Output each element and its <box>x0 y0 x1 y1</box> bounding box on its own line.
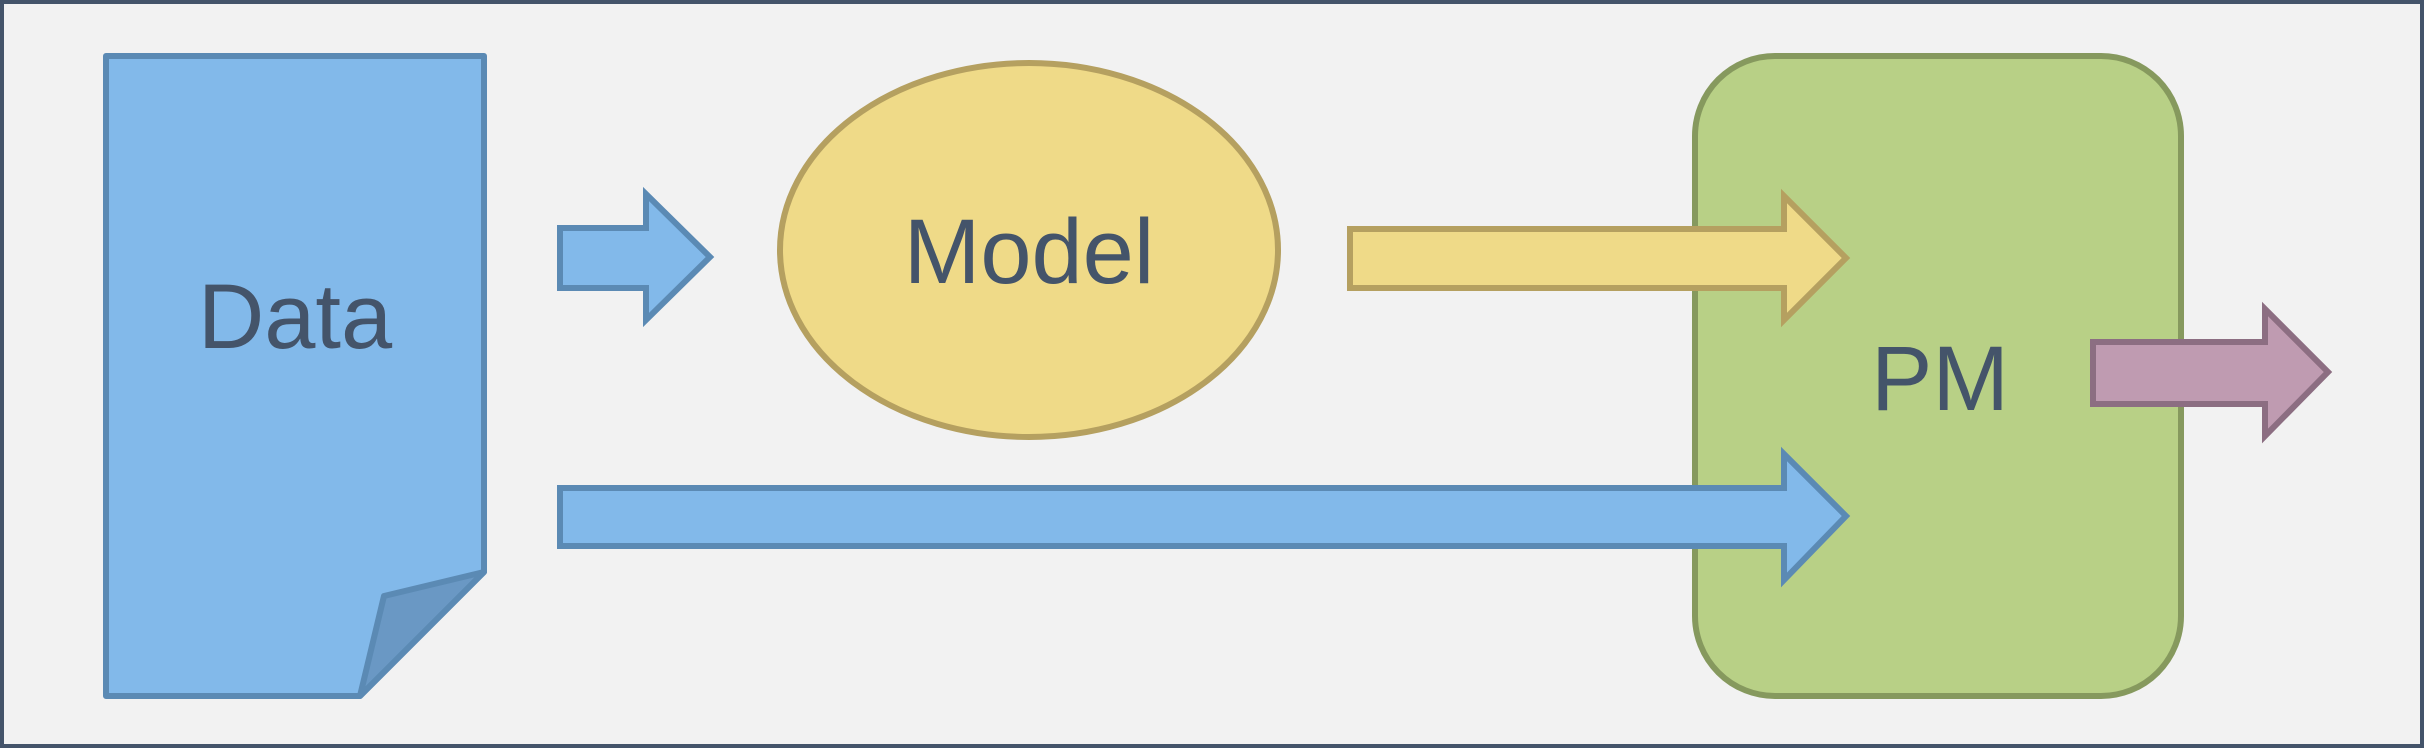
data-label: Data <box>198 266 393 368</box>
model-shape <box>777 60 1281 440</box>
model-label: Model <box>904 201 1155 303</box>
arrow-model-to-pm <box>1347 188 1851 328</box>
arrow-data-to-model <box>557 186 715 328</box>
data-document-fold <box>357 569 487 699</box>
arrow-data-to-pm <box>557 446 1851 588</box>
model-node: Model <box>777 60 1281 440</box>
arrow-pm-to-output <box>2090 301 2333 444</box>
pm-label: PM <box>1871 328 2009 430</box>
data-node: Data <box>103 53 487 699</box>
